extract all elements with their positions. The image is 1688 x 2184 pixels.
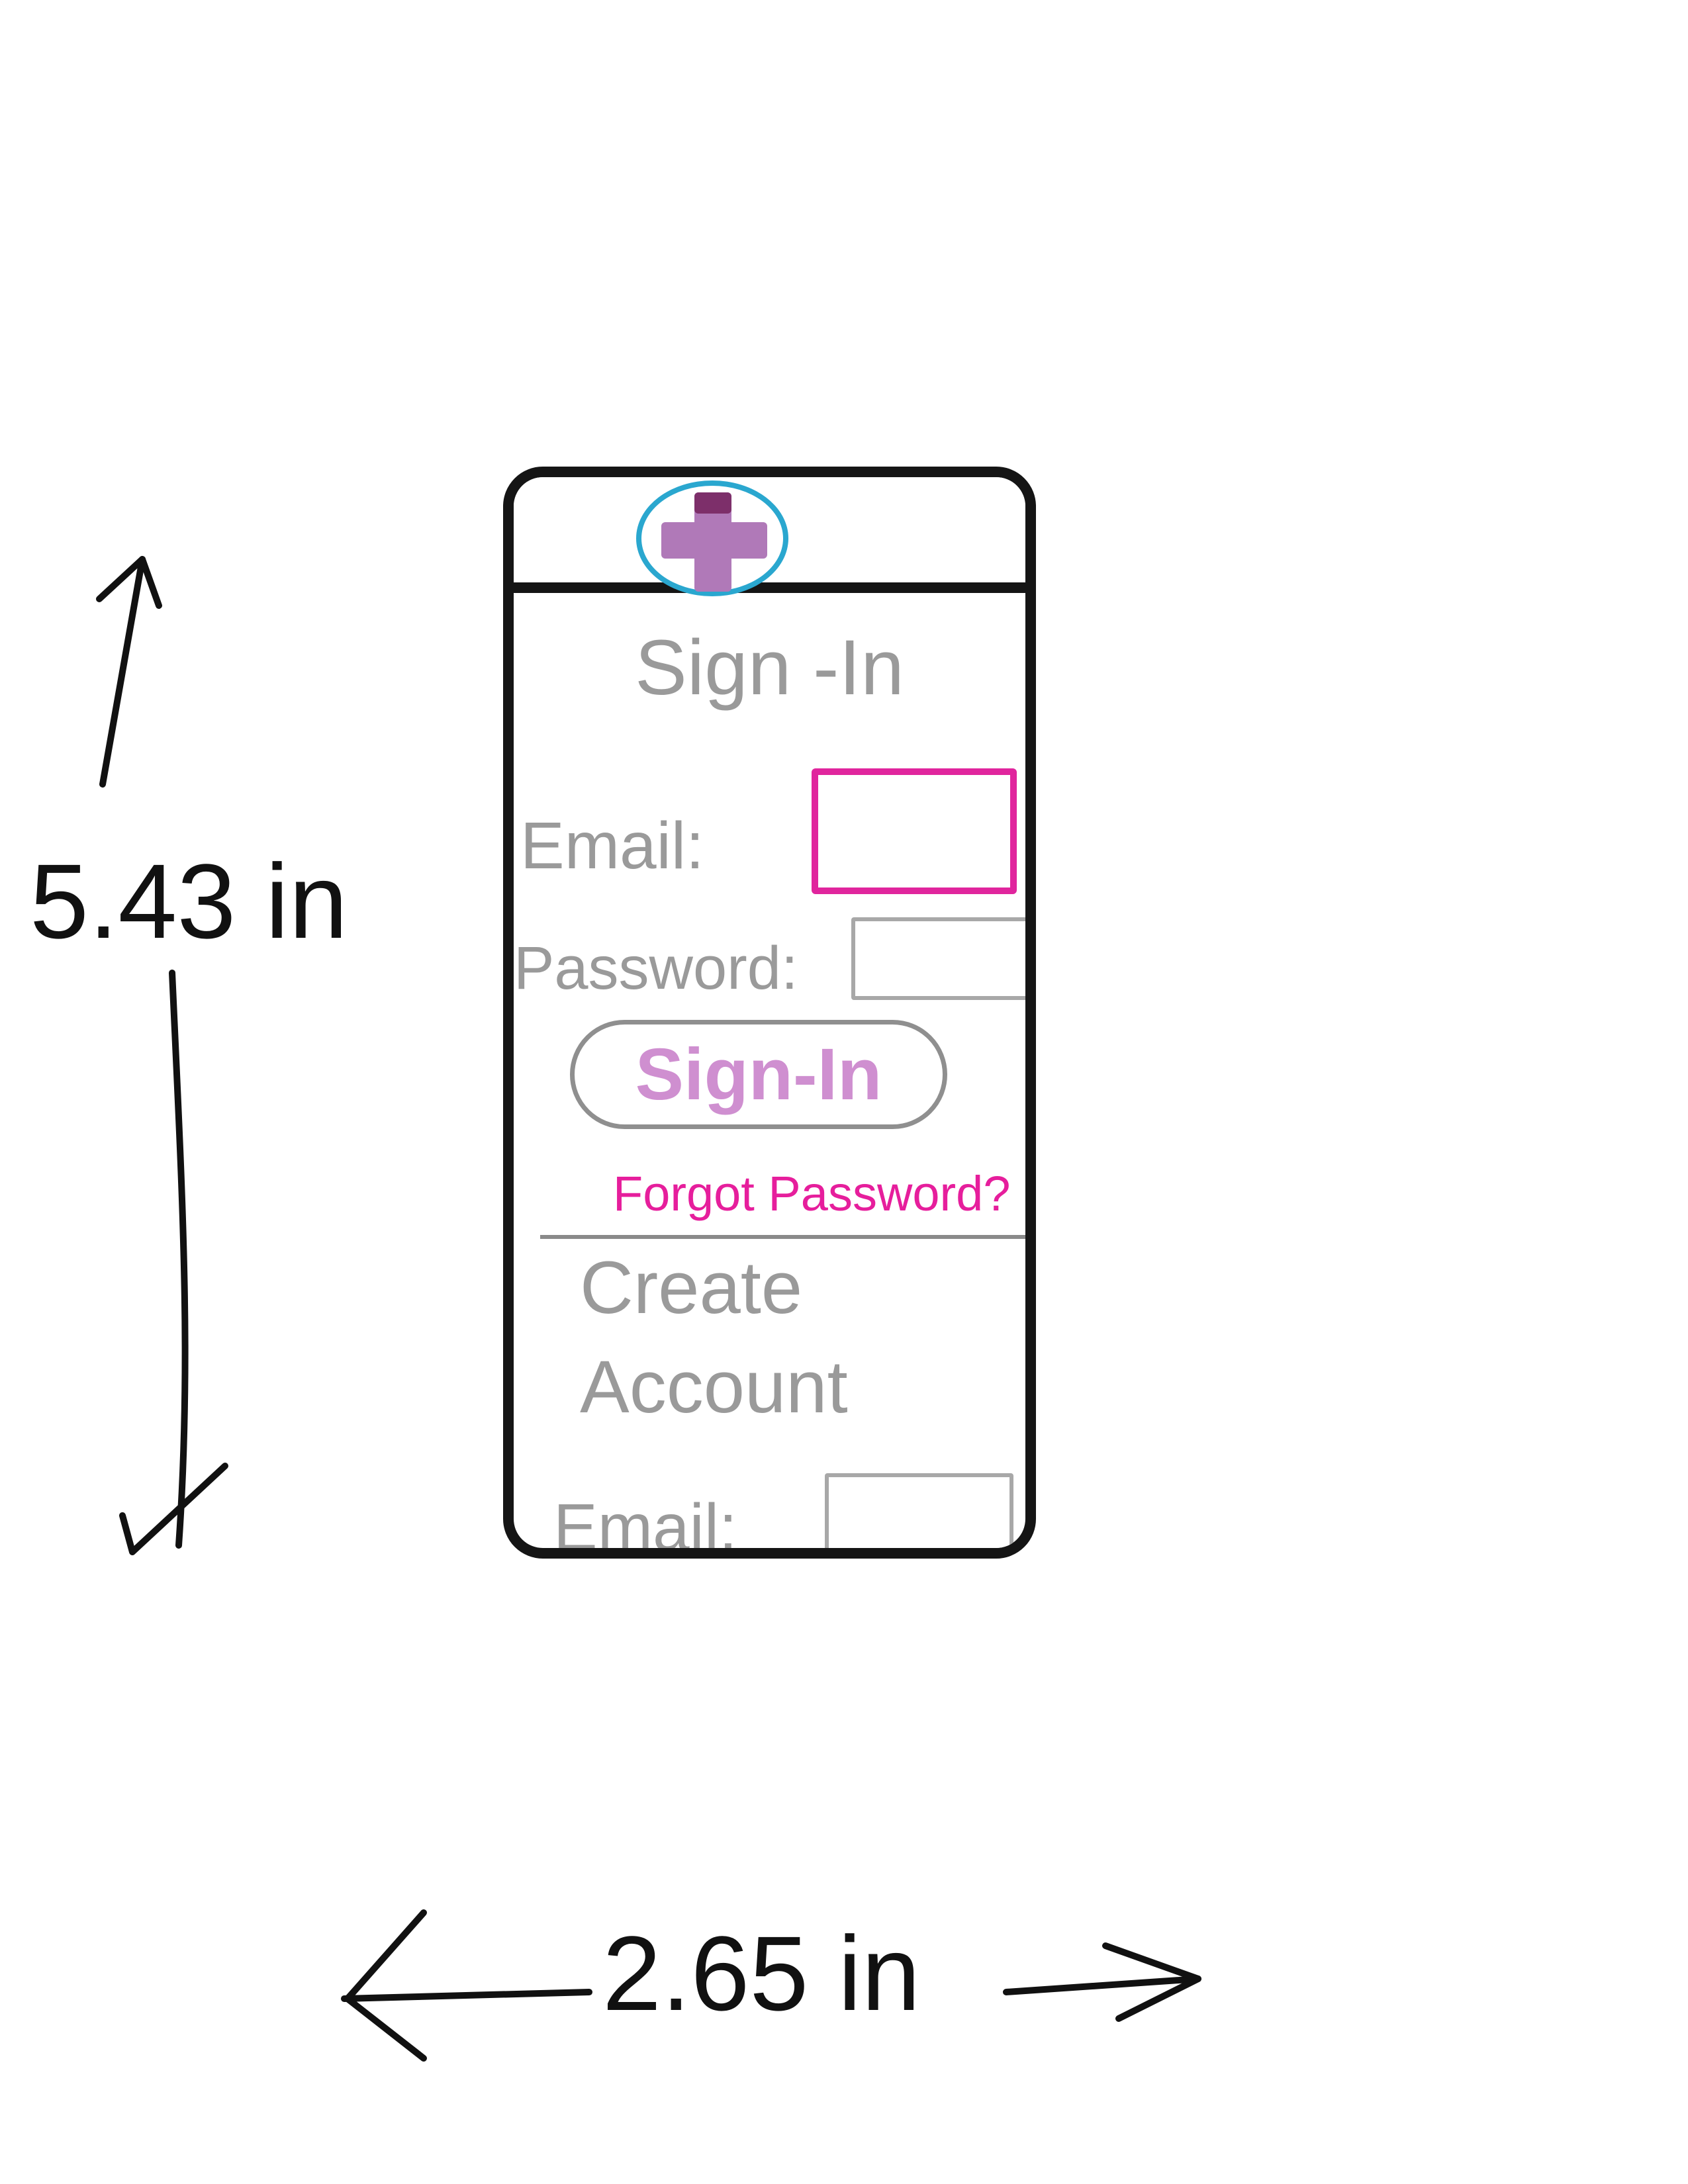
email-label: Email: [520,809,704,883]
width-dimension-label: 2.65 in [602,1914,921,2032]
email-field[interactable] [812,768,1017,894]
page-title: Sign -In [635,624,904,711]
height-arrowhead-down [119,1463,228,1555]
forgot-password-link[interactable]: Forgot Password? [613,1166,1011,1221]
width-arrow-left [341,1989,592,2002]
cross-horizontal-bar [661,522,767,559]
section-divider [540,1235,1025,1239]
phone-frame: Sign -In Email: Password: Sign-In Forgot… [503,467,1036,1559]
password-label: Password: [514,934,798,1002]
sign-in-button[interactable]: Sign-In [570,1020,947,1129]
password-field[interactable] [851,917,1025,1000]
app-header [514,477,1025,596]
create-account-heading: Create Account [580,1246,848,1428]
width-arrowhead-right [1102,1942,1201,2022]
height-arrow-upper [99,556,146,788]
create-email-label: Email: [553,1490,737,1559]
width-arrow-right [1003,1976,1201,1995]
cross-top-shade [694,492,731,514]
medical-cross-icon[interactable] [636,480,788,596]
height-arrowhead-up [96,556,162,609]
create-email-field[interactable] [825,1473,1013,1548]
width-arrowhead-left [344,1909,427,2062]
height-arrow-lower [169,970,189,1549]
height-dimension-label: 5.43 in [30,842,348,960]
